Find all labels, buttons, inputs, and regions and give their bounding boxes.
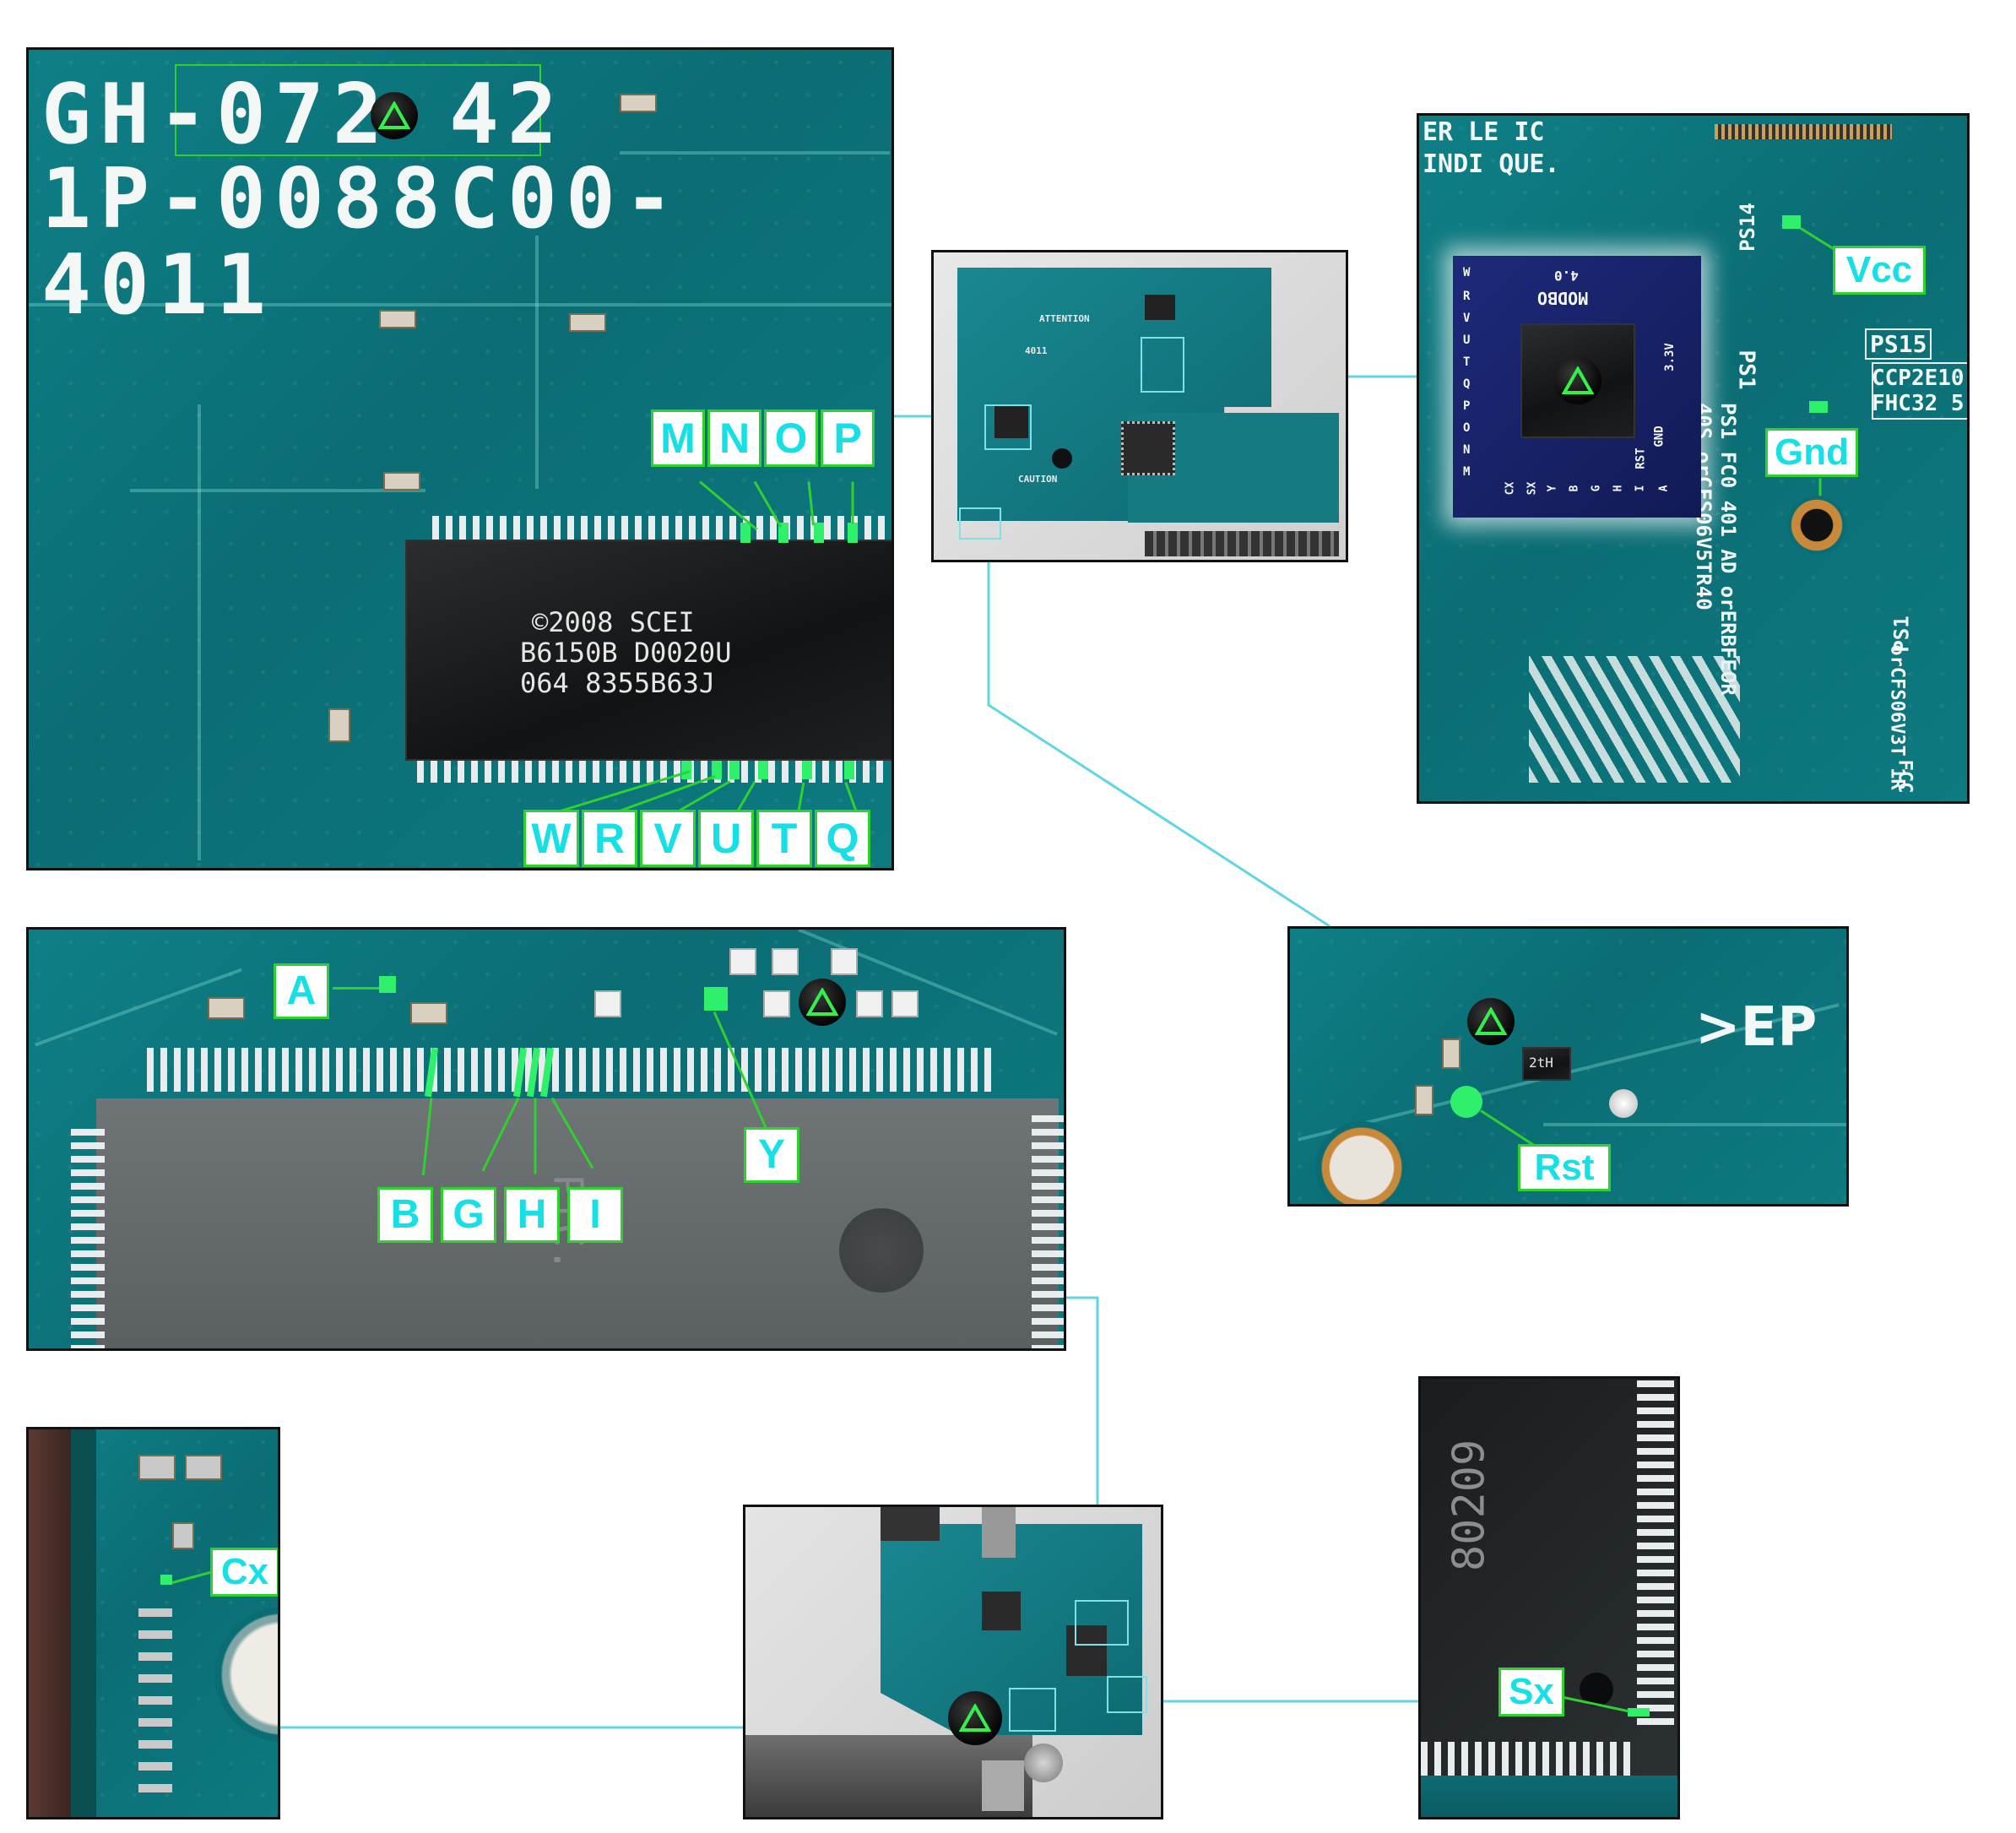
- mod-pin-h: H: [1612, 485, 1625, 492]
- mod-pin-t: T: [1463, 355, 1471, 369]
- playstation-triangle-icon: [948, 1691, 1002, 1745]
- label-n: N: [707, 409, 761, 467]
- mod-controller-chip: [1520, 323, 1635, 438]
- ic-pins-right: [1032, 1115, 1064, 1348]
- detail-panel-reset: >EP 2tH Rst: [1287, 926, 1849, 1207]
- label-sx: Sx: [1498, 1668, 1564, 1716]
- connector-line-rst: [987, 542, 1330, 928]
- sx-pad: [1628, 1708, 1650, 1716]
- chip-pins-bottom: [417, 761, 890, 783]
- mod-pin-n: N: [1463, 443, 1471, 457]
- silk-line-2: 1P-0088C00-: [41, 151, 683, 247]
- sx-chip-pins-right: [1637, 1379, 1674, 1725]
- mod-33v: 3.3V: [1662, 343, 1677, 371]
- mod-pin-o: O: [1463, 421, 1471, 435]
- ic-pins-left: [71, 1124, 105, 1348]
- detail-panel-flash-chip: GH-072 42 1P-0088C00- 4011 ©2008 SCEI B6…: [26, 47, 894, 870]
- label-a: A: [274, 963, 329, 1019]
- rst-pad: [1450, 1086, 1482, 1118]
- mod-gnd: GND: [1652, 426, 1666, 447]
- playstation-triangle-icon: [1554, 357, 1601, 404]
- overview-text-4011: 4011: [1025, 345, 1048, 356]
- chip-text-1: ©2008 SCEI: [532, 606, 695, 638]
- mod-pin-v: V: [1463, 312, 1471, 325]
- label-o: O: [764, 409, 818, 467]
- mod-version: 4.0: [1554, 268, 1579, 284]
- overview-photo-top: ATTENTION 4011 CAUTION: [931, 250, 1348, 562]
- detail-panel-modchip: ER LE IC INDI QUE. PS14 Vcc PS15 CCP2E10…: [1417, 113, 1970, 804]
- label-m: M: [651, 409, 705, 467]
- silk-header-1: ER LE IC: [1423, 117, 1545, 147]
- detail-panel-main-ic: A PIC. Y B G H I: [26, 927, 1066, 1351]
- sx-chip-text: 80209: [1444, 1439, 1495, 1572]
- silk-ccp2e10: CCP2E10: [1872, 366, 1965, 391]
- label-t: T: [756, 810, 812, 867]
- label-vcc: Vcc: [1833, 246, 1926, 295]
- overview-text-caution: CAUTION: [1018, 474, 1058, 485]
- gnd-pad: [1809, 401, 1828, 413]
- overview-photo-bottom: [743, 1505, 1163, 1819]
- pad-a: [379, 976, 396, 993]
- mod-pin-g: G: [1590, 485, 1603, 492]
- mod-pin-m: M: [1463, 465, 1471, 479]
- playstation-triangle-icon: [1467, 998, 1515, 1045]
- cx-pad: [160, 1575, 172, 1585]
- label-y: Y: [744, 1127, 799, 1183]
- reset-ic: 2tH: [1522, 1047, 1571, 1081]
- label-v: V: [640, 810, 696, 867]
- label-u: U: [698, 810, 754, 867]
- sx-chip-pins-bottom: [1421, 1742, 1632, 1776]
- mod-pin-cx: CX: [1504, 481, 1517, 496]
- pad-y: [704, 987, 728, 1011]
- label-cx: Cx: [210, 1548, 278, 1597]
- mod-pin-sx: SX: [1526, 481, 1539, 496]
- label-i: I: [567, 1187, 623, 1243]
- overview-text-attention: ATTENTION: [1039, 313, 1090, 324]
- detail-panel-cx: Cx: [26, 1427, 280, 1819]
- silk-box: [175, 64, 541, 156]
- silk-fhc32: FHC32 5: [1872, 391, 1965, 416]
- mod-pin-q: Q: [1463, 377, 1471, 391]
- label-p: P: [821, 409, 875, 467]
- mod-pin-w: W: [1463, 266, 1471, 279]
- label-b: B: [377, 1187, 433, 1243]
- mod-pin-p: P: [1463, 399, 1471, 413]
- mod-pin-y: Y: [1546, 485, 1559, 492]
- chip-text-3: 064 8355B63J: [520, 667, 716, 699]
- silk-ps14: PS14: [1735, 203, 1759, 252]
- playstation-triangle-icon: [371, 92, 418, 139]
- mod-rst: RST: [1634, 447, 1648, 469]
- label-g: G: [441, 1187, 496, 1243]
- label-rst: Rst: [1518, 1144, 1611, 1191]
- mod-name: MODBO: [1537, 288, 1589, 308]
- mod-pin-i: I: [1634, 485, 1647, 492]
- label-w: W: [523, 810, 579, 867]
- label-h: H: [504, 1187, 560, 1243]
- silk-ps1-vertical-label: PS1: [1733, 350, 1759, 390]
- reset-ic-text: 2tH: [1529, 1055, 1553, 1071]
- mod-pin-a: A: [1657, 485, 1671, 492]
- chip-text-2: B6150B D0020U: [520, 637, 732, 669]
- silk-header-2: INDI QUE.: [1423, 149, 1560, 179]
- flash-chip: ©2008 SCEI B6150B D0020U 064 8355B63J: [405, 540, 891, 761]
- silk-line-1: GH-072 42: [41, 67, 566, 163]
- mod-pin-u: U: [1463, 334, 1471, 347]
- silk-line-3: 4011: [41, 237, 275, 334]
- mod-pin-b: B: [1568, 485, 1581, 492]
- label-gnd: Gnd: [1765, 428, 1858, 477]
- silk-ep: >EP: [1695, 996, 1818, 1059]
- silk-ps15: PS15: [1865, 328, 1932, 360]
- label-r: R: [582, 810, 637, 867]
- modchip-board: MODBO 4.0 3.3V GND RST W R V U T Q P O N…: [1453, 256, 1701, 518]
- mod-pin-r: R: [1463, 290, 1471, 303]
- gnd-hole: [1787, 496, 1846, 555]
- label-q: Q: [815, 810, 870, 867]
- playstation-triangle-icon: [799, 979, 846, 1026]
- vcc-pad: [1782, 215, 1801, 229]
- silk-orcfs: orCFS06V3T 1R: [1886, 644, 1908, 790]
- detail-panel-sx: 80209 Sx: [1418, 1376, 1680, 1819]
- connector-line-mid-left: [1066, 1296, 1099, 1572]
- ic-pins-top: [147, 1048, 991, 1092]
